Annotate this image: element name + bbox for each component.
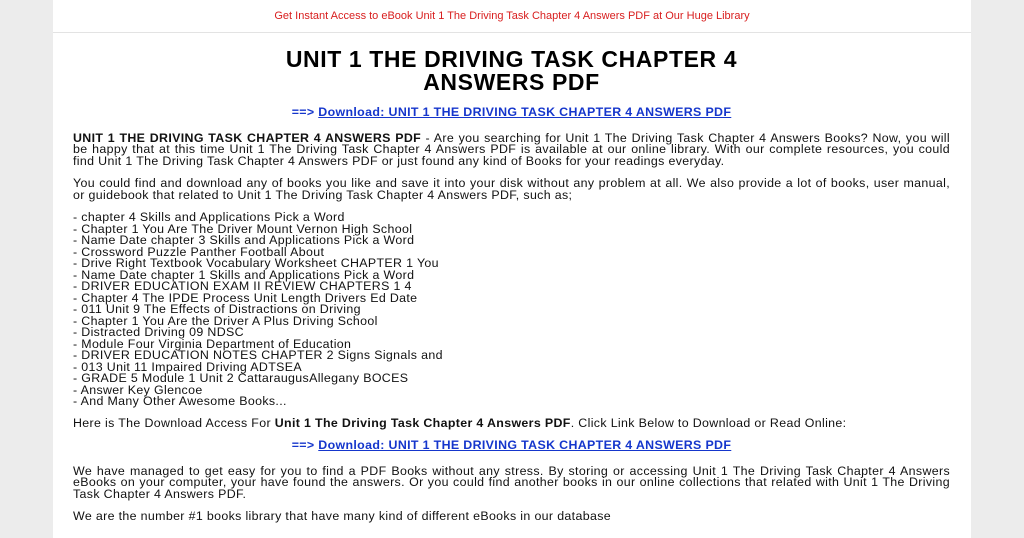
document-page: Get Instant Access to eBook Unit 1 The D… bbox=[53, 0, 971, 538]
arrow-marker: ==> bbox=[291, 438, 315, 452]
list-item: - Module Four Virginia Department of Edu… bbox=[73, 336, 352, 351]
header-divider bbox=[53, 32, 971, 33]
access-pre: Here is The Download Access For bbox=[73, 415, 275, 430]
page-title: UNIT 1 THE DRIVING TASK CHAPTER 4 ANSWER… bbox=[73, 48, 950, 94]
intro-text: - Are you searching for Unit 1 The Drivi… bbox=[73, 130, 951, 168]
managed-paragraph: We have managed to get easy for you to f… bbox=[73, 463, 950, 501]
list-item: - DRIVER EDUCATION NOTES CHAPTER 2 Signs… bbox=[73, 348, 443, 362]
list-item: - GRADE 5 Module 1 Unit 2 CattaraugusAll… bbox=[73, 371, 409, 385]
access-paragraph: Here is The Download Access For Unit 1 T… bbox=[73, 415, 950, 430]
list-item: - Name Date chapter 1 Skills and Applica… bbox=[73, 267, 415, 282]
list-item: - Chapter 4 The IPDE Process Unit Length… bbox=[73, 290, 418, 305]
related-paragraph: You could find and download any of books… bbox=[73, 176, 950, 202]
document-body: UNIT 1 THE DRIVING TASK CHAPTER 4 ANSWER… bbox=[73, 40, 950, 534]
list-item: - 011 Unit 9 The Effects of Distractions… bbox=[73, 302, 361, 316]
access-bold: Unit 1 The Driving Task Chapter 4 Answer… bbox=[274, 415, 571, 430]
list-item: - DRIVER EDUCATION EXAM II REVIEW CHAPTE… bbox=[73, 279, 412, 293]
book-list: - chapter 4 Skills and Applications Pick… bbox=[73, 210, 950, 408]
intro-paragraph: UNIT 1 THE DRIVING TASK CHAPTER 4 ANSWER… bbox=[73, 130, 951, 168]
list-item: - Answer Key Glencoe bbox=[73, 382, 203, 397]
list-item: - Crossword Puzzle Panther Football Abou… bbox=[73, 244, 325, 259]
top-banner[interactable]: Get Instant Access to eBook Unit 1 The D… bbox=[274, 10, 750, 22]
download-link[interactable]: Download: UNIT 1 THE DRIVING TASK CHAPTE… bbox=[318, 105, 732, 119]
list-item: - chapter 4 Skills and Applications Pick… bbox=[73, 210, 345, 224]
library-paragraph: We are the number #1 books library that … bbox=[73, 509, 611, 523]
list-item: - Chapter 1 You Are the Driver A Plus Dr… bbox=[73, 313, 378, 328]
access-post: . Click Link Below to Download or Read O… bbox=[570, 415, 847, 430]
list-item: - Distracted Driving 09 NDSC bbox=[73, 325, 244, 339]
list-item: - Name Date chapter 3 Skills and Applica… bbox=[73, 233, 415, 247]
title-line-1: UNIT 1 THE DRIVING TASK CHAPTER 4 bbox=[285, 46, 738, 72]
arrow-marker: ==> bbox=[291, 105, 315, 119]
list-item: - And Many Other Awesome Books... bbox=[73, 394, 287, 408]
download-link[interactable]: Download: UNIT 1 THE DRIVING TASK CHAPTE… bbox=[318, 438, 732, 452]
download-line-1: ==> Download: UNIT 1 THE DRIVING TASK CH… bbox=[73, 105, 950, 119]
list-item: - Chapter 1 You Are The Driver Mount Ver… bbox=[73, 221, 413, 236]
list-item: - 013 Unit 11 Impaired Driving ADTSEA bbox=[73, 359, 302, 374]
download-line-2: ==> Download: UNIT 1 THE DRIVING TASK CH… bbox=[73, 438, 950, 452]
list-item: - Drive Right Textbook Vocabulary Worksh… bbox=[73, 256, 439, 270]
intro-bold: UNIT 1 THE DRIVING TASK CHAPTER 4 ANSWER… bbox=[73, 130, 422, 145]
title-line-2: ANSWERS PDF bbox=[423, 69, 600, 95]
